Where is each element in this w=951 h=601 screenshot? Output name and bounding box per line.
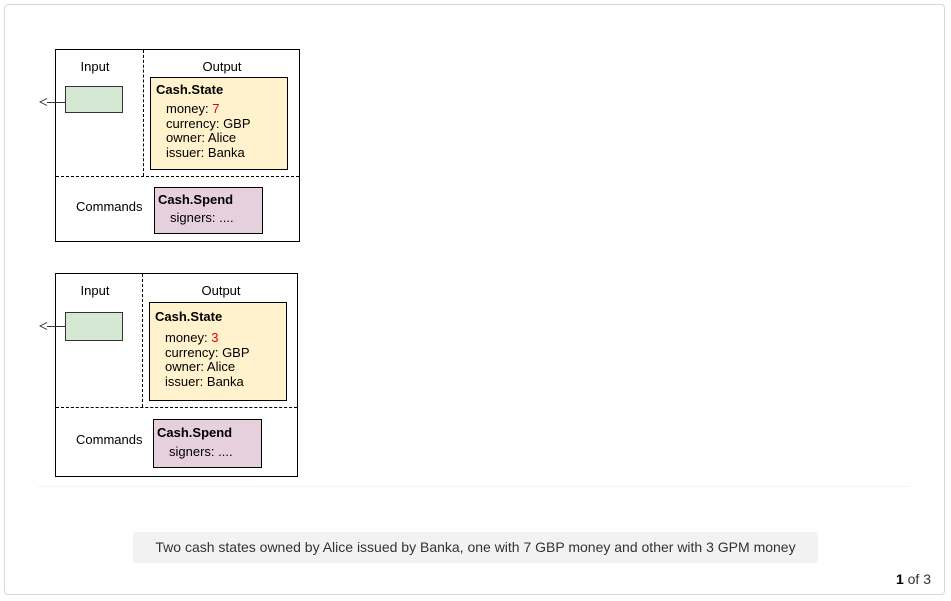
state-title: Cash.State xyxy=(156,82,224,97)
input-arrow-head-fill xyxy=(41,99,47,105)
pager-separator: of xyxy=(903,571,924,587)
pager-current: 1 xyxy=(895,571,904,587)
commands-divider xyxy=(56,176,299,177)
command-signers: signers: .... xyxy=(169,444,233,459)
money-label: money: xyxy=(165,330,212,345)
owner-field: owner: Alice xyxy=(166,130,237,145)
input-arrow-line xyxy=(46,326,65,327)
command-title: Cash.Spend xyxy=(157,425,233,440)
io-divider xyxy=(143,50,144,176)
money-value: 7 xyxy=(212,101,220,116)
output-header: Output xyxy=(201,283,241,298)
input-state-box xyxy=(65,312,123,341)
commands-divider xyxy=(56,407,297,408)
slide-caption: Two cash states owned by Alice issued by… xyxy=(133,532,818,563)
slide-pager[interactable]: 1 of 3 xyxy=(896,571,931,587)
state-title: Cash.State xyxy=(155,309,223,324)
money-label: money: xyxy=(166,101,213,116)
transaction-2: Input Output Cash.State money: 3 currenc… xyxy=(55,273,298,477)
input-arrow-head-fill xyxy=(41,323,47,329)
issuer-field: issuer: Banka xyxy=(165,373,244,389)
input-state-box xyxy=(65,86,123,113)
money-field: money: 3 xyxy=(165,330,219,346)
currency-field: currency: GBP xyxy=(166,115,251,131)
issuer-field: issuer: Banka xyxy=(166,144,245,160)
transaction-1: Input Output Cash.State money: 7 currenc… xyxy=(55,49,300,242)
input-arrow-line xyxy=(46,102,65,103)
money-field: money: 7 xyxy=(166,101,220,117)
pager-total: 3 xyxy=(923,571,931,587)
io-divider xyxy=(142,274,143,407)
cash-state-box: Cash.State money: 3 currency: GBP owner:… xyxy=(149,302,287,401)
input-header: Input xyxy=(80,283,110,298)
currency-field: currency: GBP xyxy=(165,344,250,360)
cash-state-box: Cash.State money: 7 currency: GBP owner:… xyxy=(150,77,288,170)
command-title: Cash.Spend xyxy=(158,192,234,207)
output-header: Output xyxy=(202,59,242,74)
commands-label: Commands xyxy=(76,199,143,214)
input-header: Input xyxy=(80,59,110,74)
cash-spend-box: Cash.Spend signers: .... xyxy=(154,187,263,234)
command-signers: signers: .... xyxy=(170,210,234,225)
commands-label: Commands xyxy=(76,432,143,447)
owner-field: owner: Alice xyxy=(165,359,236,374)
cash-spend-box: Cash.Spend signers: .... xyxy=(153,419,262,468)
money-value: 3 xyxy=(211,330,219,345)
